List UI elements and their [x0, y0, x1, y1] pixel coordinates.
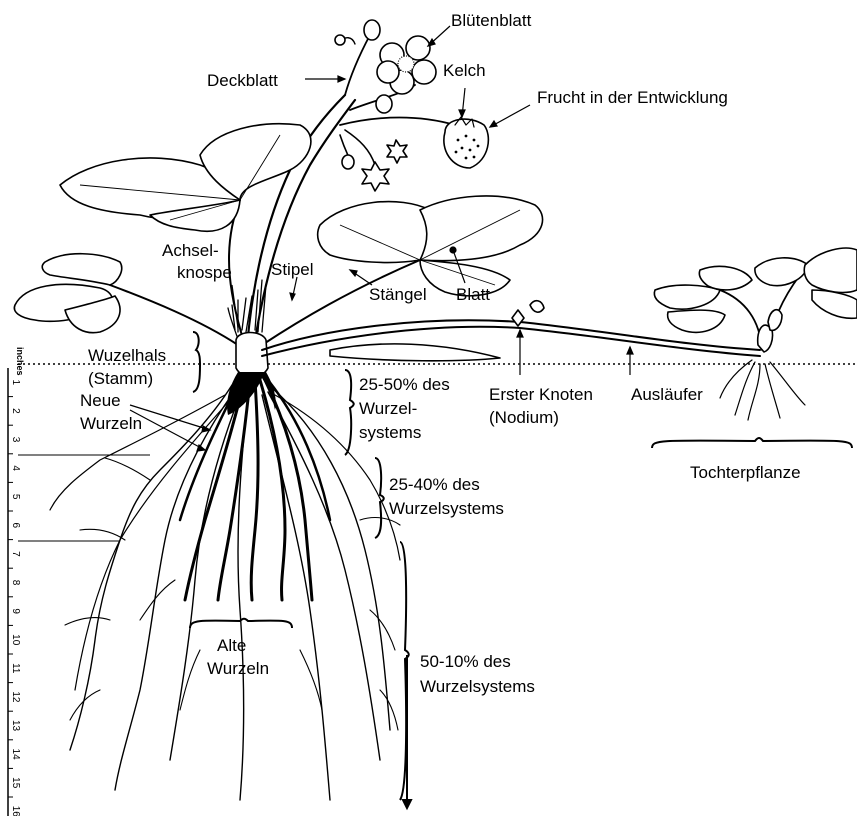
label-zone1-2: Wurzel-: [359, 399, 417, 418]
ruler-tick-label: 10: [10, 634, 21, 646]
ruler-tick-label: 12: [10, 691, 21, 703]
label-crown-2: (Stamm): [88, 369, 153, 388]
label-zone3-2: Wurzelsystems: [420, 677, 535, 696]
ruler-tick-label: 7: [10, 551, 21, 557]
ruler-tick-label: 6: [10, 523, 21, 529]
ruler-tick-label: 4: [10, 465, 21, 471]
label-calyx: Kelch: [443, 61, 486, 80]
main-flower: [377, 36, 436, 94]
label-zone3-1: 50-10% des: [420, 652, 511, 671]
ruler-tick-label: 14: [10, 749, 21, 761]
label-old-roots-2: Wurzeln: [207, 659, 269, 678]
ruler-tick-label: 13: [10, 720, 21, 732]
label-axillary-bud-2: knospe: [177, 263, 232, 282]
developing-fruit: [444, 117, 489, 168]
label-zone2-2: Wurzelsystems: [389, 499, 504, 518]
label-first-node-2: (Nodium): [489, 408, 559, 427]
ruler-tick-label: 16: [10, 806, 21, 816]
label-petal: Blütenblatt: [451, 11, 532, 30]
ruler-tick-label: 2: [10, 408, 21, 414]
label-axillary-bud-1: Achsel-: [162, 241, 219, 260]
label-petiole: Stängel: [369, 285, 427, 304]
label-crown-1: Wuzelhals: [88, 346, 166, 365]
ruler-tick-label: 1: [10, 380, 21, 386]
ruler-unit-label: inches: [15, 347, 25, 376]
label-new-roots-2: Wurzeln: [80, 414, 142, 433]
ruler-tick-label: 5: [10, 494, 21, 500]
label-first-node-1: Erster Knoten: [489, 385, 593, 404]
root-mass: [50, 372, 400, 800]
ruler-tick-label: 15: [10, 777, 21, 789]
label-zone1-3: systems: [359, 423, 421, 442]
label-stipule: Stipel: [271, 260, 314, 279]
label-runner: Ausläufer: [631, 385, 703, 404]
label-old-roots-1: Alte: [217, 636, 246, 655]
label-zone2-1: 25-40% des: [389, 475, 480, 494]
label-bract: Deckblatt: [207, 71, 278, 90]
label-new-roots-1: Neue: [80, 391, 121, 410]
label-leaf: Blatt: [456, 285, 490, 304]
label-daughter-plant: Tochterpflanze: [690, 463, 801, 482]
ruler-tick-label: 3: [10, 437, 21, 443]
ruler-tick-label: 9: [10, 608, 21, 614]
ruler-tick-label: 11: [10, 663, 21, 674]
label-zone1-1: 25-50% des: [359, 375, 450, 394]
label-developing-fruit: Frucht in der Entwicklung: [537, 88, 728, 107]
ruler-tick-label: 8: [10, 580, 21, 586]
